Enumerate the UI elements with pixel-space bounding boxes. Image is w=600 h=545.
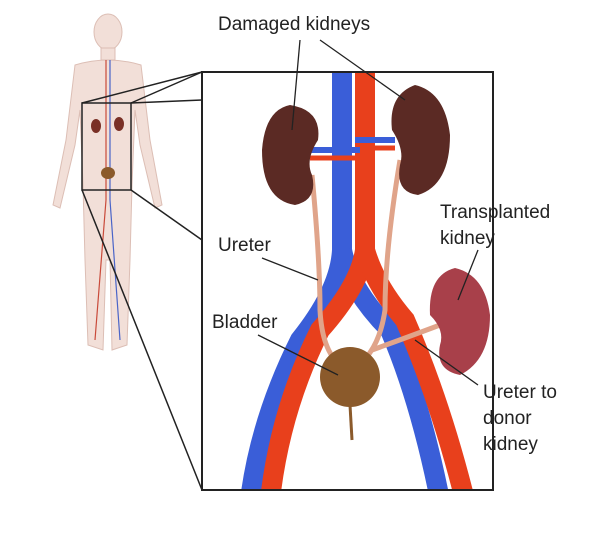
vein-left	[241, 72, 352, 490]
human-body-figure	[52, 13, 163, 351]
small-kidney-left	[91, 119, 101, 133]
label-ureter-donor-line2: donor	[483, 408, 532, 429]
magnified-frame	[201, 71, 494, 491]
label-damaged-kidneys: Damaged kidneys	[218, 14, 371, 35]
label-ureter-donor-line1: Ureter to	[483, 382, 557, 403]
damaged-kidney-left	[262, 105, 319, 205]
zoom-lines	[81, 71, 203, 491]
label-bladder: Bladder	[212, 312, 278, 333]
small-bladder	[101, 167, 115, 179]
artery-right	[355, 247, 473, 490]
leader-lines	[257, 39, 479, 386]
label-transplanted-line1: Transplanted	[440, 202, 551, 223]
small-kidney-right	[114, 117, 124, 131]
label-ureter-donor-line3: kidney	[483, 434, 538, 455]
ureter-donor	[371, 322, 441, 353]
label-ureter: Ureter	[218, 235, 271, 256]
body-vessels	[94, 60, 121, 341]
bladder	[320, 347, 380, 407]
ureter-right	[360, 159, 403, 364]
ureter-left	[309, 174, 342, 367]
artery-left	[261, 72, 375, 490]
magnified-view	[201, 71, 494, 491]
label-transplanted-line2: kidney	[440, 228, 495, 249]
damaged-kidney-right	[391, 85, 450, 195]
zoom-region-box	[81, 102, 132, 191]
transplanted-kidney	[429, 268, 490, 375]
